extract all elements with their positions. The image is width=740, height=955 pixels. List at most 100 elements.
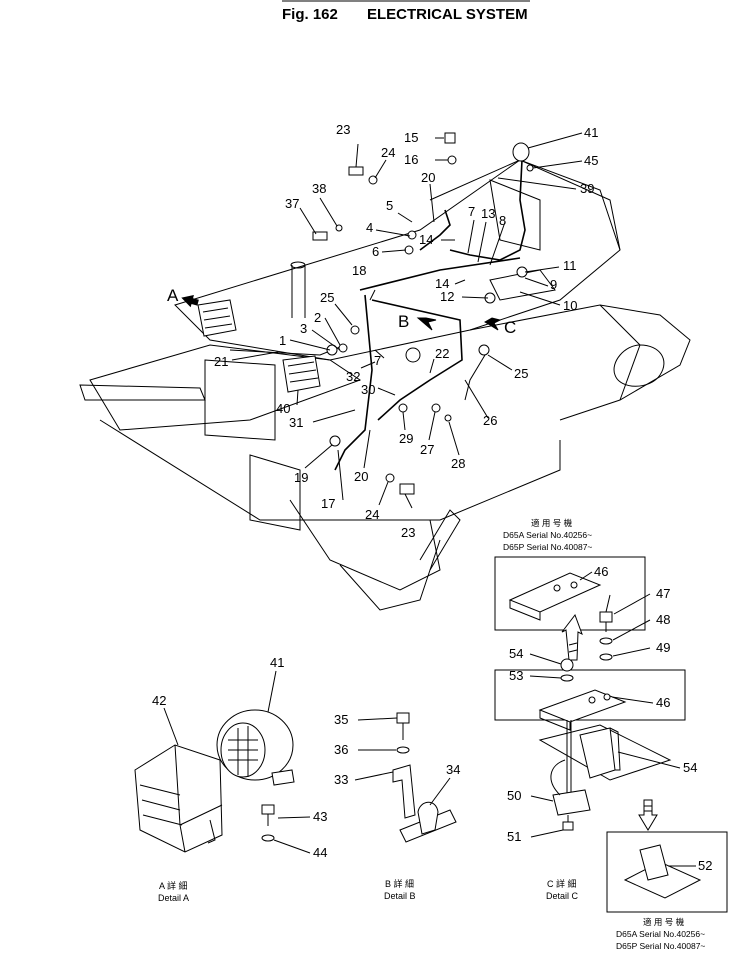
leader-52	[529, 675, 562, 679]
inset-up-arrow-hatch	[568, 642, 578, 653]
callout: 6	[372, 244, 379, 259]
callout: 12	[440, 289, 454, 304]
clamp-25	[350, 325, 360, 335]
washer-36	[396, 746, 410, 754]
callout: 45	[584, 153, 598, 168]
callout: 26	[483, 413, 497, 428]
leader-43	[277, 816, 311, 819]
harness-up	[419, 209, 451, 251]
leader-34	[429, 777, 451, 806]
track-outline	[469, 304, 691, 421]
callout: 53	[509, 668, 523, 683]
step-frame	[289, 499, 441, 591]
light-mount	[271, 769, 295, 786]
detail-b: 35 36 33 34 B 詳 細 Detail B	[334, 712, 460, 901]
callout: 46	[656, 695, 670, 710]
callout: 3	[300, 321, 307, 336]
leader-42	[163, 707, 179, 746]
callout: 50	[507, 788, 521, 803]
bolt-35-head	[396, 712, 410, 724]
detail-a-title-jp: A 詳 細	[159, 880, 188, 891]
bolt-23-top	[348, 166, 364, 176]
callout: 34	[446, 762, 460, 777]
callout: 46	[594, 564, 608, 579]
lens-grid	[228, 726, 258, 777]
detail-b-title: Detail B	[384, 891, 416, 901]
callout: 16	[404, 152, 418, 167]
callout: 49	[656, 640, 670, 655]
callout: 52	[698, 858, 712, 873]
callout: 29	[399, 431, 413, 446]
exhaust-pipe	[291, 265, 306, 318]
plate-46-hole1	[588, 696, 596, 704]
battery-box	[204, 359, 276, 441]
callout: 14	[419, 232, 433, 247]
clamp-34	[417, 801, 439, 835]
connector-19	[329, 435, 341, 447]
callout: 44	[313, 845, 327, 860]
callout: 10	[563, 298, 577, 313]
plate-46-top-edge	[509, 600, 541, 621]
callout: 14	[435, 276, 449, 291]
view-arrow-b-label: B	[398, 312, 409, 331]
callout: 23	[401, 525, 415, 540]
guard-slats	[139, 784, 183, 826]
clip-4	[407, 230, 417, 240]
callout: 36	[334, 742, 348, 757]
view-arrow-a-label: A	[167, 286, 179, 305]
callout: 15	[404, 130, 418, 145]
washer-2	[338, 343, 348, 353]
callout: 23	[336, 122, 350, 137]
washer-48	[599, 637, 613, 645]
callout: 51	[507, 829, 521, 844]
serial-bottom-header: 適 用 号 機	[643, 917, 685, 927]
harness-light	[449, 159, 526, 261]
harness-loop	[371, 299, 463, 421]
callout: 18	[352, 263, 366, 278]
connector-29	[398, 403, 408, 413]
callout: 1	[279, 333, 286, 348]
washer-38	[335, 224, 343, 232]
frame-lower	[99, 419, 561, 521]
leader-50	[530, 795, 554, 802]
callout: 54	[683, 760, 697, 775]
leader-49	[612, 647, 651, 657]
bolt-23-bottom	[399, 483, 415, 495]
callout: 27	[420, 442, 434, 457]
exhaust-top	[290, 261, 306, 269]
callout: 33	[334, 772, 348, 787]
callout: 41	[270, 655, 284, 670]
main-components	[197, 132, 534, 495]
callout: 11	[563, 258, 577, 273]
callout: 20	[421, 170, 435, 185]
wire-right	[464, 354, 486, 401]
callout: 17	[321, 496, 335, 511]
callout: 8	[499, 213, 506, 228]
washer-16	[447, 155, 457, 165]
figure-number: Fig. 162	[282, 6, 338, 23]
relay-wire	[550, 759, 566, 796]
callout: 5	[386, 198, 393, 213]
figure-title: ELECTRICAL SYSTEM	[367, 6, 528, 23]
callout: 42	[152, 693, 166, 708]
machine-body	[79, 159, 691, 611]
callout: 22	[435, 346, 449, 361]
clamp-25b	[478, 344, 490, 356]
bolt-47-head	[599, 611, 613, 623]
bolt-37	[312, 231, 328, 241]
serial-top-line2: D65P Serial No.40087~	[503, 542, 592, 552]
plate-46-hole2	[603, 693, 611, 701]
callout: 40	[276, 401, 290, 416]
inset-box-bottom	[606, 831, 728, 913]
harness-down	[334, 294, 373, 471]
main-leader-lines	[231, 132, 583, 509]
callout: 24	[381, 145, 395, 160]
callout: 25	[320, 290, 334, 305]
callout: 38	[312, 181, 326, 196]
main-callouts: 1 2 3 4 5 6 7 7 8 9 10 11 12 13 14 14 15…	[214, 122, 598, 540]
bolt-15	[444, 132, 456, 144]
callout: 7	[468, 204, 475, 219]
plate-46-top	[508, 572, 602, 613]
callout: 24	[365, 507, 379, 522]
leader-33	[354, 771, 394, 781]
